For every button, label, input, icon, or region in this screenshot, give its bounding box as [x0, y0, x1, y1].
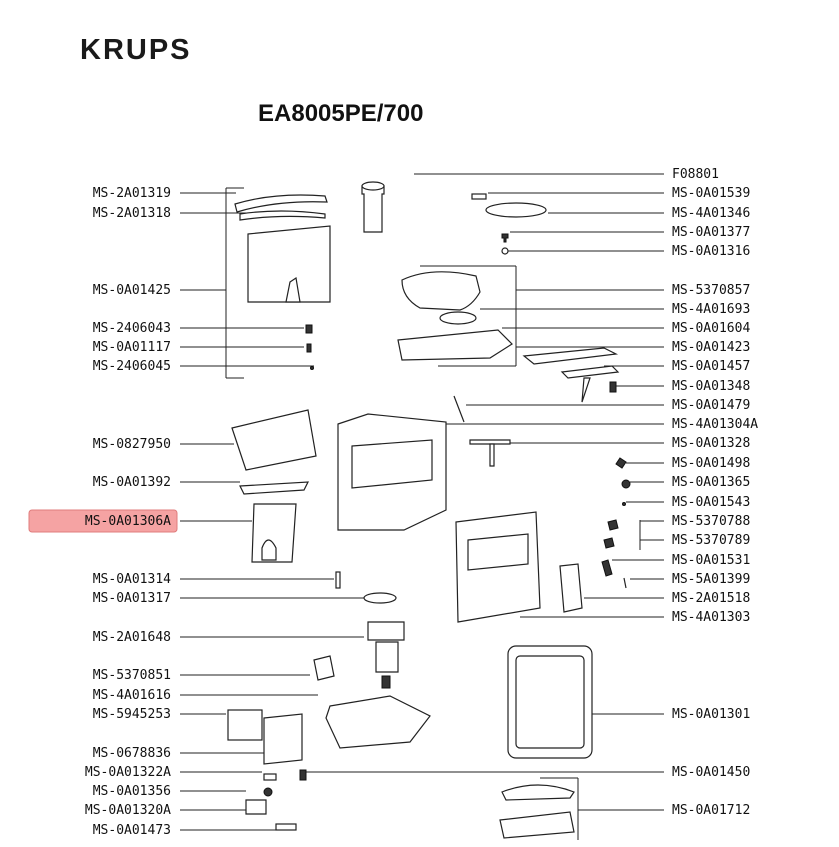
lid-handle-upper — [234, 194, 328, 213]
drip-tray-small — [239, 481, 310, 495]
part-label-left: MS-0678836 — [93, 746, 171, 761]
part-label-left: MS-0A01306A — [85, 514, 171, 529]
lid-round — [485, 202, 547, 218]
filter-cartridge — [361, 185, 385, 233]
part-label-left: MS-5370851 — [93, 668, 171, 683]
grinder-top — [397, 329, 513, 361]
part-label-left: MS-2406045 — [93, 359, 171, 374]
model-title: EA8005PE/700 — [258, 100, 424, 127]
part-label-right: MS-5370857 — [672, 283, 750, 298]
part-label-right: MS-0A01328 — [672, 436, 750, 451]
part-label-right: MS-5A01399 — [672, 572, 750, 587]
part-label-right: MS-0A01316 — [672, 244, 750, 259]
part-label-right: MS-0A01457 — [672, 359, 750, 374]
part-drawings — [225, 181, 641, 840]
lid-handle-lower — [239, 210, 326, 221]
part-label-right: MS-4A01693 — [672, 302, 750, 317]
part-label-left: MS-2A01318 — [93, 206, 171, 221]
part-label-right: MS-4A01346 — [672, 206, 750, 221]
part-label-right: MS-2A01518 — [672, 591, 750, 606]
part-label-right: F08801 — [672, 167, 719, 182]
thermoblock — [325, 695, 431, 749]
part-label-left: MS-0A01356 — [93, 784, 171, 799]
part-label-right: MS-0A01498 — [672, 456, 750, 471]
part-label-right: MS-5370789 — [672, 533, 750, 548]
part-label-right: MS-0A01604 — [672, 321, 750, 336]
labels-layer: MS-2A01319MS-2A01318MS-0A01425MS-2406043… — [28, 167, 758, 838]
part-label-left: MS-0A01392 — [93, 475, 171, 490]
pump-motor — [367, 621, 405, 641]
side-panel — [247, 225, 331, 303]
part-label-left: MS-0A01320A — [85, 803, 171, 818]
part-label-left: MS-0A01322A — [85, 765, 171, 780]
part-label-left: MS-2A01319 — [93, 186, 171, 201]
part-label-left: MS-5945253 — [93, 707, 171, 722]
highlight-box — [28, 509, 178, 533]
part-label-left: MS-0A01473 — [93, 823, 171, 838]
part-label-right: MS-0A01365 — [672, 475, 750, 490]
part-label-left: MS-0A01425 — [93, 283, 171, 298]
bean-hopper — [401, 271, 481, 311]
part-label-left: MS-0827950 — [93, 437, 171, 452]
brand-logo: KRUPS — [80, 34, 192, 66]
part-label-right: MS-0A01479 — [672, 398, 750, 413]
part-label-left: MS-4A01616 — [93, 688, 171, 703]
part-label-left: MS-0A01314 — [93, 572, 171, 587]
part-label-right: MS-0A01301 — [672, 707, 750, 722]
part-label-left: MS-0A01117 — [93, 340, 171, 355]
part-label-right: MS-0A01543 — [672, 495, 750, 510]
seal-ring — [363, 592, 397, 604]
part-label-right: MS-0A01423 — [672, 340, 750, 355]
part-label-right: MS-4A01304A — [672, 417, 758, 432]
part-label-right: MS-0A01712 — [672, 803, 750, 818]
part-label-left: MS-0A01317 — [93, 591, 171, 606]
part-label-right: MS-4A01303 — [672, 610, 750, 625]
part-label-left: MS-2A01648 — [93, 630, 171, 645]
water-tank-lid — [231, 409, 317, 471]
part-label-right: MS-0A01377 — [672, 225, 750, 240]
part-label-left: MS-2406043 — [93, 321, 171, 336]
drip-grid — [522, 347, 619, 365]
part-label-right: MS-0A01348 — [672, 379, 750, 394]
part-label-right: MS-5370788 — [672, 514, 750, 529]
part-label-right: MS-0A01539 — [672, 186, 750, 201]
part-label-right: MS-0A01450 — [672, 765, 750, 780]
part-label-right: MS-0A01531 — [672, 553, 750, 568]
drip-tray-grid — [501, 784, 575, 801]
